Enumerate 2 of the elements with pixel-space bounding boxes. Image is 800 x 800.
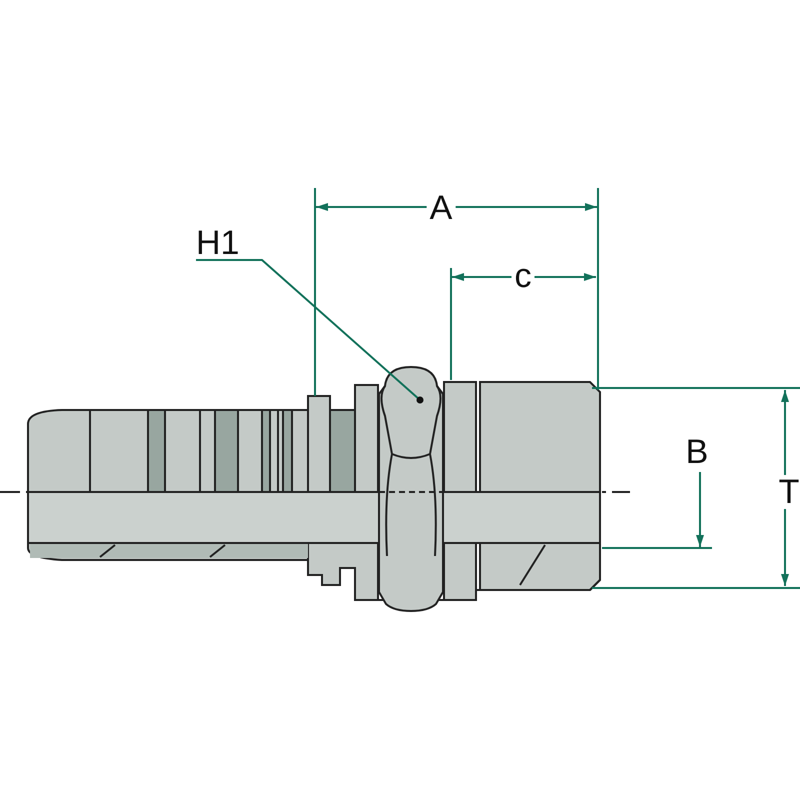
leader-line <box>196 259 424 404</box>
part-label: H1 <box>196 226 240 260</box>
